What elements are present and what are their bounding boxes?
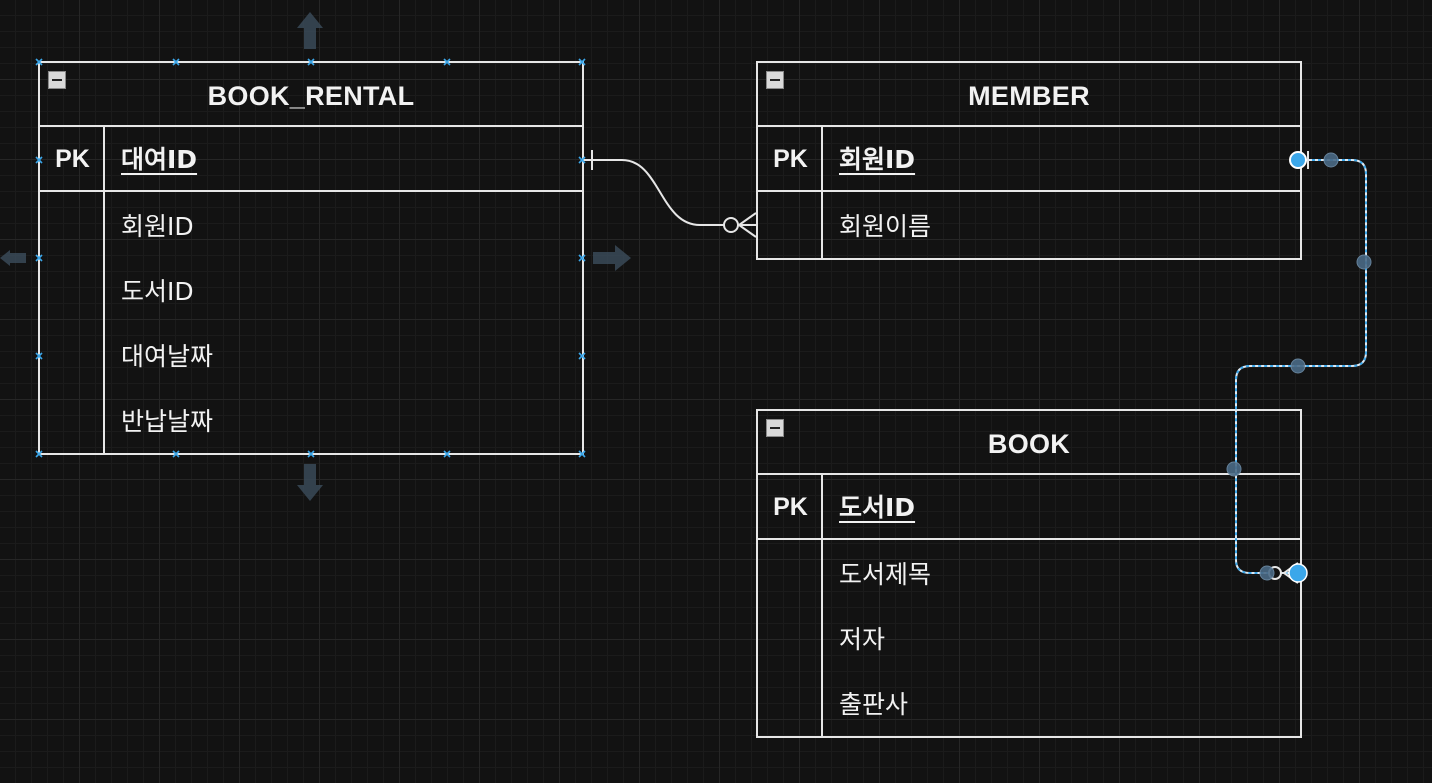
edge-endpoint-handle[interactable]	[1288, 563, 1308, 583]
resize-handle[interactable]	[35, 450, 43, 458]
pk-label: PK	[773, 493, 808, 521]
resize-handle[interactable]	[443, 58, 451, 66]
resize-handle[interactable]	[578, 450, 586, 458]
field-row[interactable]: 대여날짜	[121, 342, 214, 371]
table-header: MEMBER	[758, 63, 1300, 127]
many-marker	[737, 212, 757, 238]
collapse-icon[interactable]	[766, 419, 784, 437]
resize-handle[interactable]	[172, 450, 180, 458]
table-title: BOOK	[987, 429, 1071, 459]
arrow-down-icon[interactable]	[297, 464, 323, 501]
arrow-right-icon[interactable]	[593, 245, 631, 271]
pk-field[interactable]: 대여ID	[121, 145, 198, 174]
arrow-left-icon[interactable]	[0, 250, 26, 266]
table-header: BOOK_RENTAL	[40, 63, 582, 127]
field-row[interactable]: 회원이름	[839, 212, 932, 241]
resize-handle[interactable]	[578, 156, 586, 164]
arrow-up-icon[interactable]	[297, 12, 323, 49]
resize-handle[interactable]	[35, 352, 43, 360]
field-row[interactable]: 저자	[839, 625, 886, 654]
field-row[interactable]: 반납날짜	[121, 407, 214, 436]
pk-label: PK	[55, 145, 90, 173]
zero-marker	[723, 217, 739, 233]
field-row[interactable]: 도서ID	[121, 277, 194, 306]
table-title: MEMBER	[968, 81, 1090, 111]
edge-waypoint-handle[interactable]	[1356, 254, 1372, 270]
edge-waypoint-handle[interactable]	[1290, 358, 1306, 374]
field-row[interactable]: 출판사	[839, 690, 909, 719]
resize-handle[interactable]	[578, 58, 586, 66]
table-header: BOOK	[758, 411, 1300, 475]
field-row[interactable]: 회원ID	[121, 212, 194, 241]
selection-handles[interactable]	[35, 58, 586, 458]
relationship-rental-member[interactable]	[584, 150, 757, 238]
pk-row[interactable]: PK 회원ID	[758, 127, 1300, 192]
resize-handle[interactable]	[578, 254, 586, 262]
field-row[interactable]: 도서제목	[839, 560, 932, 589]
resize-handle[interactable]	[35, 254, 43, 262]
key-column	[758, 127, 823, 258]
table-book-rental[interactable]: BOOK_RENTAL PK 대여ID 회원ID 도서ID 대여날짜 반납날짜	[38, 61, 584, 455]
resize-handle[interactable]	[307, 450, 315, 458]
resize-handle[interactable]	[172, 58, 180, 66]
pk-row[interactable]: PK 대여ID	[40, 127, 582, 192]
relationship-member-book[interactable]	[1226, 151, 1372, 584]
pk-field[interactable]: 도서ID	[839, 493, 916, 522]
table-title: BOOK_RENTAL	[207, 81, 415, 111]
edge-waypoint-handle[interactable]	[1323, 152, 1339, 168]
collapse-icon[interactable]	[48, 71, 66, 89]
pk-field[interactable]: 회원ID	[839, 145, 916, 174]
edge-waypoint-handle[interactable]	[1226, 461, 1242, 477]
pk-row[interactable]: PK 도서ID	[758, 475, 1300, 540]
edge-endpoint-handle[interactable]	[1289, 151, 1307, 169]
pk-label: PK	[773, 145, 808, 173]
resize-handle[interactable]	[443, 450, 451, 458]
resize-handle[interactable]	[35, 156, 43, 164]
resize-handle[interactable]	[307, 58, 315, 66]
key-column	[40, 127, 105, 453]
resize-handle[interactable]	[578, 352, 586, 360]
edge-waypoint-handle[interactable]	[1259, 565, 1275, 581]
resize-handle[interactable]	[35, 58, 43, 66]
key-column	[758, 475, 823, 736]
collapse-icon[interactable]	[766, 71, 784, 89]
table-member[interactable]: MEMBER PK 회원ID 회원이름	[756, 61, 1302, 260]
